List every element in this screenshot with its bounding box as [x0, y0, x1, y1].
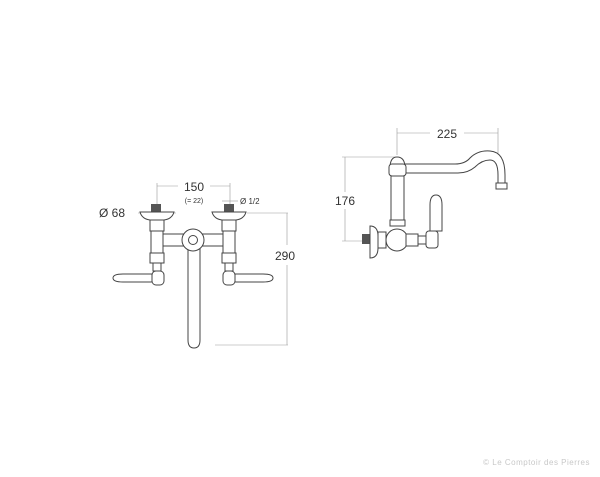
- dim-thread: Ø 1/2: [240, 197, 260, 206]
- watermark: © Le Comptoir des Pierres: [483, 458, 590, 467]
- left-inlet-thread: [151, 204, 161, 212]
- left-handle: [112, 273, 153, 283]
- dim-spacing-note: (= 22): [185, 198, 203, 205]
- front-view-faucet: [112, 183, 288, 349]
- wall-flange: [369, 225, 379, 259]
- dim-height-front: 290: [275, 249, 295, 263]
- side-handle: [429, 194, 443, 232]
- dim-flange: Ø 68: [99, 206, 125, 220]
- side-spout: [404, 150, 506, 184]
- dim-height-side: 176: [335, 194, 355, 208]
- dim-reach: 225: [437, 127, 457, 141]
- dim-spacing: 150: [184, 180, 204, 194]
- spout: [187, 247, 201, 349]
- side-view-faucet: [342, 128, 508, 259]
- right-handle: [234, 273, 274, 283]
- right-inlet-thread: [224, 204, 234, 212]
